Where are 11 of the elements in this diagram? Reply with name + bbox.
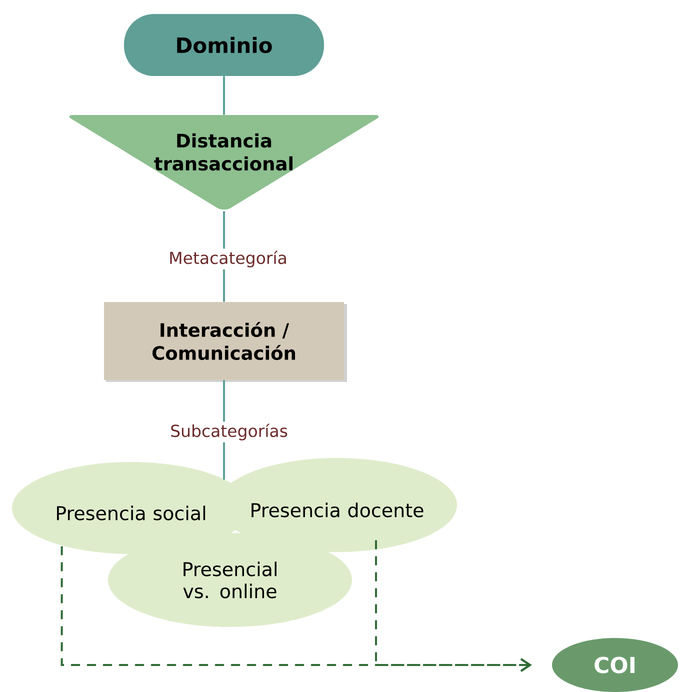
node-label: Presencia docente (252, 502, 424, 518)
edge-label: Metacategoría (166, 248, 290, 270)
node-label: Presencial vs. online (183, 562, 276, 598)
rounded-box: Dominio (124, 14, 324, 76)
process-box: Interacción / Comunicación (104, 302, 347, 382)
dashed-arrow (375, 540, 532, 672)
inverted-triangle: Distancia transaccional (69, 115, 379, 210)
edge-label: Subcategorías (168, 422, 290, 442)
connector-line (223, 76, 225, 115)
oval: COI (552, 638, 678, 692)
node-label: Presencia social (57, 506, 206, 520)
